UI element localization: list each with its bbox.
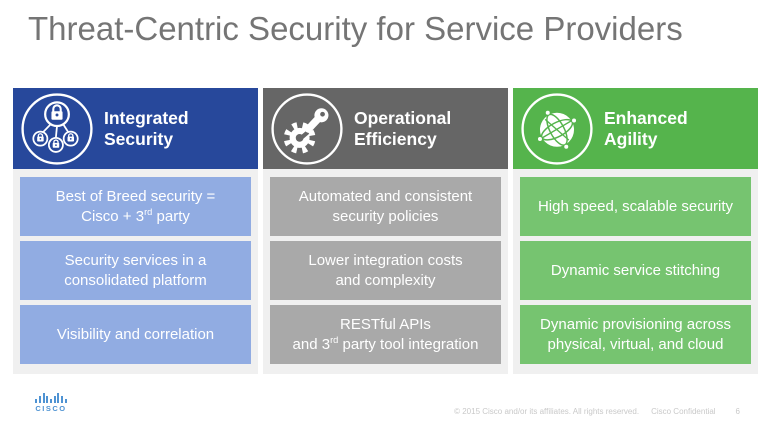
confidential-label: Cisco Confidential (651, 407, 716, 416)
cisco-logo: CISCO (35, 393, 67, 413)
benefit-box: Automated and consistent security polici… (270, 177, 501, 236)
copyright-text: © 2015 Cisco and/or its affiliates. All … (454, 407, 640, 416)
benefit-box: Dynamic service stitching (520, 241, 751, 300)
globe-network-icon (520, 92, 594, 166)
column-header-integrated-security: Integrated Security (13, 88, 258, 169)
column-header-enhanced-agility: Enhanced Agility (513, 88, 758, 169)
column-header-operational-efficiency: Operational Efficiency (263, 88, 508, 169)
page-number: 6 (735, 407, 740, 416)
benefit-box: Lower integration costs and complexity (270, 241, 501, 300)
locks-network-icon (20, 92, 94, 166)
benefit-box: RESTful APIs and 3rd party tool integrat… (270, 305, 501, 364)
column-enhanced-agility: Enhanced Agility High speed, scalable se… (513, 88, 758, 374)
columns-container: Integrated Security Best of Breed securi… (13, 88, 758, 374)
footer-meta: © 2015 Cisco and/or its affiliates. All … (454, 407, 740, 416)
column-title: Enhanced Agility (604, 107, 688, 149)
column-title: Integrated Security (104, 107, 189, 149)
gear-wrench-icon (270, 92, 344, 166)
column-integrated-security: Integrated Security Best of Breed securi… (13, 88, 258, 374)
cisco-logo-text: CISCO (35, 404, 67, 413)
benefit-box: Security services in a consolidated plat… (20, 241, 251, 300)
benefit-box: Best of Breed security = Cisco + 3rd par… (20, 177, 251, 236)
cisco-logo-bars-icon (35, 393, 67, 403)
benefit-box: Dynamic provisioning across physical, vi… (520, 305, 751, 364)
page-title: Threat-Centric Security for Service Prov… (28, 10, 683, 47)
column-operational-efficiency: Operational Efficiency Automated and con… (263, 88, 508, 374)
column-title: Operational Efficiency (354, 107, 452, 149)
benefit-box: High speed, scalable security (520, 177, 751, 236)
benefit-box: Visibility and correlation (20, 305, 251, 364)
